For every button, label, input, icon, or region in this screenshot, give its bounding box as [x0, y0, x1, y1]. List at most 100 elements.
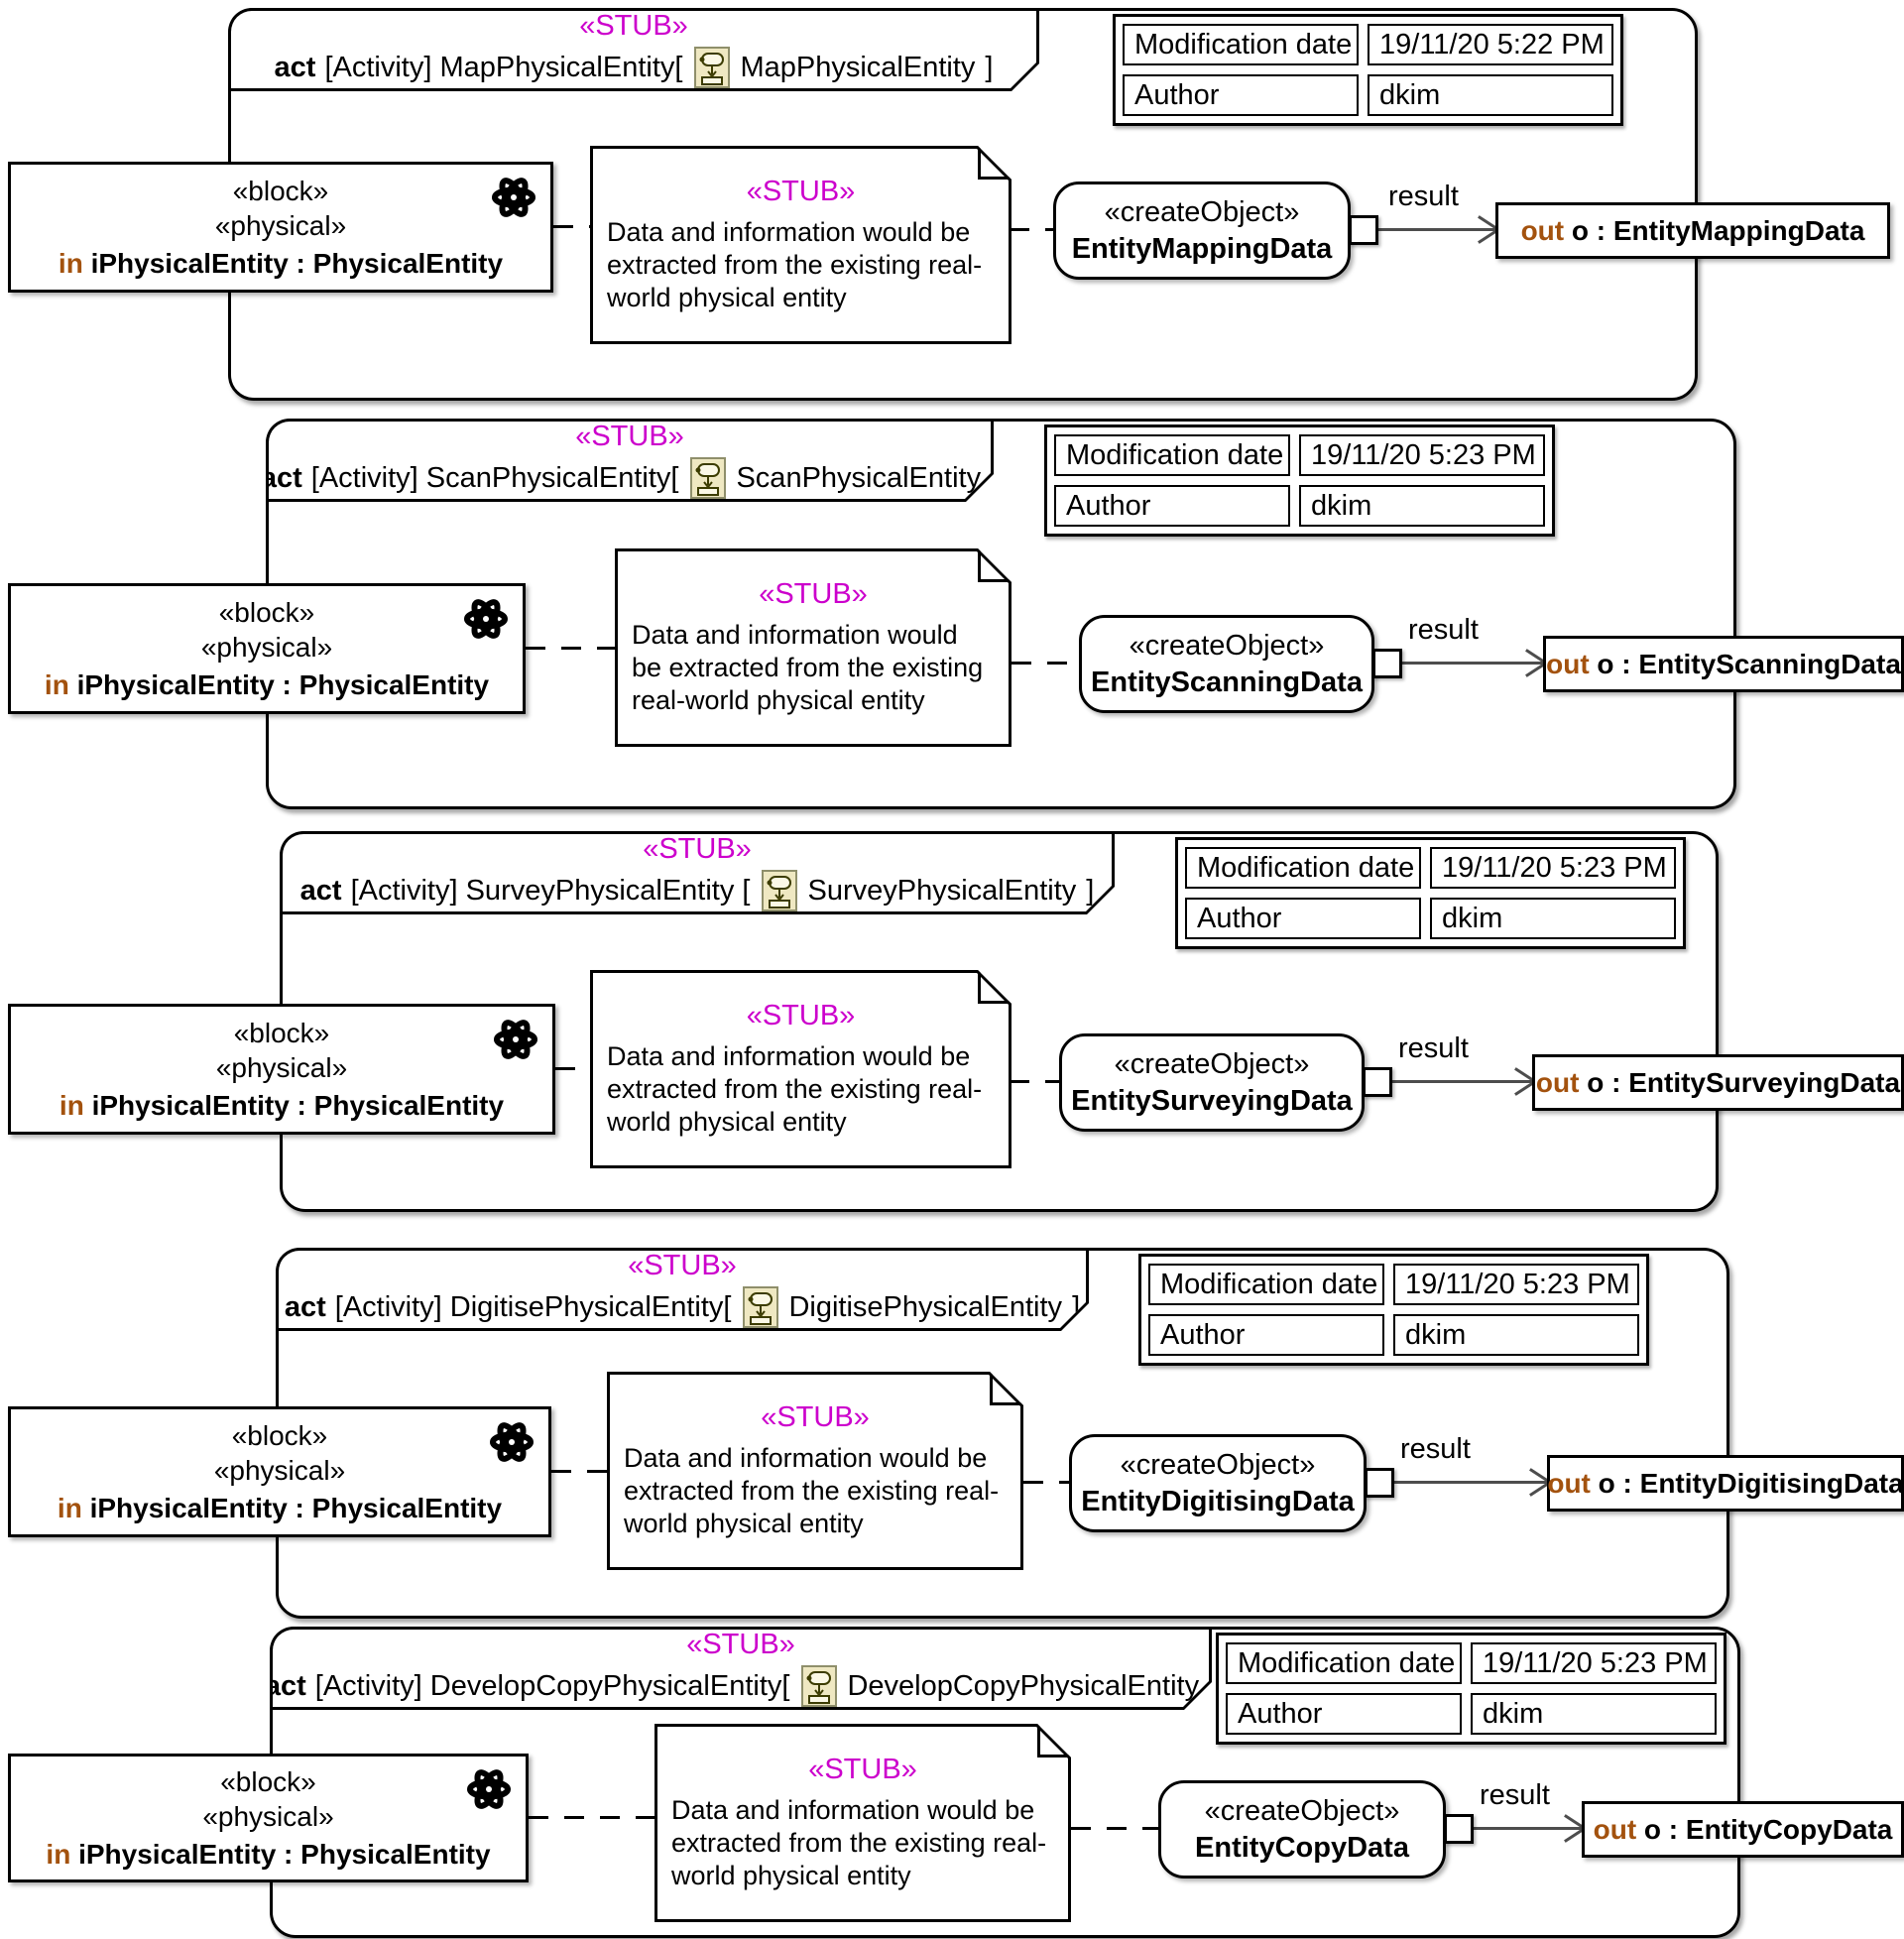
param-node-out[interactable]: out o : EntitySurveyingData [1532, 1054, 1904, 1111]
stub-note[interactable]: «STUB» Data and information would be ext… [590, 970, 1012, 1168]
action-name: EntityScanningData [1091, 666, 1363, 698]
activity-diagram-icon [762, 870, 797, 911]
note-stub-stereotype: «STUB» [746, 175, 856, 207]
note-text: Data and information would be extracted … [632, 619, 984, 715]
act-keyword: act [299, 874, 342, 907]
result-flow-arrow [1378, 228, 1495, 231]
activity-diagram-icon [801, 1665, 837, 1707]
create-object-action[interactable]: «createObject» EntitySurveyingData [1059, 1033, 1365, 1132]
create-object-stereotype: «createObject» [1114, 1047, 1310, 1080]
note-fold-corner [1037, 1724, 1071, 1757]
title-body: [Activity] DigitisePhysicalEntity[ [334, 1290, 732, 1323]
block-stereotype: «block» [220, 1765, 316, 1797]
title-close-bracket: ] [1086, 874, 1095, 907]
stub-stereotype: «STUB» [575, 421, 684, 452]
output-pin[interactable] [1365, 1468, 1394, 1498]
action-name: EntityMappingData [1071, 232, 1333, 265]
result-label: result [1388, 181, 1459, 212]
create-object-action[interactable]: «createObject» EntityCopyData [1158, 1780, 1446, 1878]
mod-date-label: Modification date [1185, 847, 1421, 889]
title-body: [Activity] DevelopCopyPhysicalEntity[ [314, 1669, 790, 1702]
result-label: result [1408, 614, 1479, 646]
note-fold-corner [978, 146, 1012, 180]
title-body: [Activity] ScanPhysicalEntity[ [310, 461, 679, 494]
result-label: result [1480, 1779, 1550, 1811]
param-in-name: in iPhysicalEntity : PhysicalEntity [58, 247, 504, 279]
note-text: Data and information would be extracted … [624, 1442, 1000, 1538]
create-object-stereotype: «createObject» [1104, 195, 1300, 228]
note-fold-corner [978, 970, 1012, 1004]
connector-note-action [1012, 662, 1079, 665]
author-value: dkim [1430, 898, 1676, 939]
mod-date-value: 19/11/20 5:23 PM [1393, 1264, 1639, 1305]
param-node-physical-entity[interactable]: «block» «physical» in iPhysicalEntity : … [8, 1406, 551, 1537]
param-node-out[interactable]: out o : EntityDigitisingData [1547, 1455, 1904, 1512]
title-close-bracket: ] [985, 51, 994, 83]
create-object-stereotype: «createObject» [1120, 1448, 1316, 1481]
param-node-out[interactable]: out o : EntityMappingData [1495, 202, 1890, 259]
stub-note[interactable]: «STUB» Data and information would be ext… [654, 1724, 1071, 1922]
atom-icon [493, 1017, 538, 1062]
result-flow-arrow [1394, 1481, 1547, 1484]
stub-note[interactable]: «STUB» Data and information would be ext… [615, 548, 1012, 747]
activity-diagram-icon [743, 1286, 778, 1328]
act-keyword: act [260, 461, 302, 494]
note-stub-stereotype: «STUB» [761, 1400, 870, 1433]
block-stereotype: «block» [233, 1017, 330, 1048]
atom-icon [463, 596, 509, 642]
result-label: result [1398, 1032, 1469, 1064]
param-node-physical-entity[interactable]: «block» «physical» in iPhysicalEntity : … [8, 583, 526, 714]
create-object-action[interactable]: «createObject» EntityMappingData [1053, 182, 1351, 280]
param-node-out[interactable]: out o : EntityScanningData [1543, 636, 1904, 692]
frame-title-tab: «STUB» act [Activity] MapPhysicalEntity[… [228, 8, 1039, 91]
frame-title-tab: «STUB» act [Activity] DigitisePhysicalEn… [276, 1248, 1089, 1331]
param-node-physical-entity[interactable]: «block» «physical» in iPhysicalEntity : … [8, 162, 553, 293]
author-label: Author [1148, 1314, 1384, 1356]
mod-date-value: 19/11/20 5:22 PM [1368, 24, 1613, 65]
output-pin[interactable] [1444, 1814, 1474, 1844]
note-stub-stereotype: «STUB» [808, 1753, 917, 1785]
physical-stereotype: «physical» [202, 1800, 334, 1832]
note-fold-corner [990, 1372, 1023, 1405]
atom-icon [466, 1766, 512, 1812]
physical-stereotype: «physical» [215, 1051, 348, 1083]
output-pin[interactable] [1363, 1067, 1392, 1097]
create-object-stereotype: «createObject» [1129, 629, 1325, 662]
note-text: Data and information would be extracted … [607, 1040, 983, 1137]
block-stereotype: «block» [232, 175, 329, 206]
param-node-out[interactable]: out o : EntityCopyData [1582, 1801, 1904, 1858]
mod-date-value: 19/11/20 5:23 PM [1299, 434, 1545, 476]
mod-date-label: Modification date [1054, 434, 1290, 476]
stub-note[interactable]: «STUB» Data and information would be ext… [607, 1372, 1023, 1570]
create-object-action[interactable]: «createObject» EntityScanningData [1079, 615, 1374, 713]
note-fold-corner [978, 548, 1012, 582]
diagram-name: DigitisePhysicalEntity [788, 1290, 1063, 1323]
frame-title: act [Activity] MapPhysicalEntity[ MapPhy… [275, 47, 994, 88]
action-name: EntityCopyData [1195, 1831, 1409, 1864]
stub-note[interactable]: «STUB» Data and information would be ext… [590, 146, 1012, 344]
activity-diagram-icon [690, 457, 726, 499]
modification-table: Modification date 19/11/20 5:23 PM Autho… [1138, 1254, 1649, 1366]
author-label: Author [1226, 1693, 1462, 1735]
note-text: Data and information would be extracted … [607, 216, 983, 312]
connector-note-action [1023, 1481, 1069, 1484]
mod-date-value: 19/11/20 5:23 PM [1471, 1642, 1717, 1684]
connector-note-action [1010, 1080, 1061, 1083]
author-label: Author [1185, 898, 1421, 939]
mod-date-label: Modification date [1148, 1264, 1384, 1305]
activity-diagram-icon [694, 47, 730, 88]
output-pin[interactable] [1349, 215, 1378, 245]
param-node-physical-entity[interactable]: «block» «physical» in iPhysicalEntity : … [8, 1754, 529, 1882]
result-flow-arrow [1392, 1080, 1532, 1083]
create-object-action[interactable]: «createObject» EntityDigitisingData [1069, 1434, 1367, 1532]
output-pin[interactable] [1372, 649, 1402, 678]
author-value: dkim [1368, 74, 1613, 116]
act-keyword: act [284, 1290, 326, 1323]
atom-icon [491, 175, 536, 220]
diagram-name: SurveyPhysicalEntity [807, 874, 1077, 907]
param-node-physical-entity[interactable]: «block» «physical» in iPhysicalEntity : … [8, 1004, 555, 1135]
result-flow-arrow [1402, 662, 1543, 665]
note-stub-stereotype: «STUB» [746, 999, 856, 1031]
result-label: result [1400, 1433, 1471, 1465]
